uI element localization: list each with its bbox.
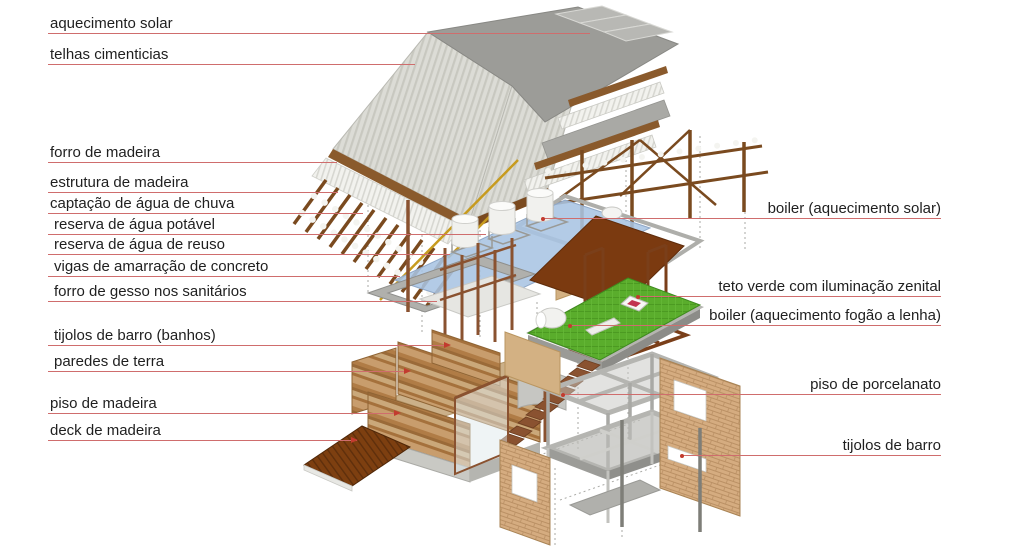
endpoint-dot: [561, 392, 565, 397]
gypsum-ceiling-panel: [418, 275, 542, 318]
label-piso-de-porcelanato: piso de porcelanato: [810, 376, 941, 393]
brick-wall-right: [659, 357, 741, 517]
arrowhead: [404, 368, 411, 375]
roof-vent-strip: [585, 317, 621, 336]
label-vigas-amarracao: vigas de amarração de concreto: [54, 258, 269, 275]
leader-line-estrutura: [48, 192, 338, 194]
leader-line-tijolos-banhos: [48, 342, 451, 349]
brick-wall-left: [499, 439, 551, 546]
endpoint-dot: [541, 216, 545, 221]
label-piso-de-madeira: piso de madeira: [50, 395, 157, 412]
label-telhas-cimenticias: telhas cimenticias: [50, 46, 169, 63]
leader-line-deck: [48, 437, 358, 444]
wood-stove-boiler-cylinder: [535, 307, 567, 329]
endpoint-dot: [680, 453, 684, 458]
label-tijolos-de-barro: tijolos de barro: [842, 437, 941, 454]
leader-line-aquecimento-solar: [48, 33, 590, 35]
timber-stud-frame: [406, 200, 517, 348]
solar-panels: [554, 5, 674, 42]
roof-assembly: [292, 5, 680, 309]
leader-line-porcelanato: [561, 392, 941, 397]
label-boiler-aquecimento-solar: boiler (aquecimento solar): [767, 200, 941, 217]
truss-log-purlins: [545, 137, 759, 174]
leader-line-boiler-solar: [541, 216, 941, 221]
leader-line-boiler-fogao: [568, 323, 941, 328]
leader-line-telhas: [48, 64, 415, 66]
label-captacao-agua-chuva: captação de água de chuva: [50, 195, 235, 212]
leader-line-teto-verde: [636, 294, 941, 299]
leader-line-forro-gesso: [48, 301, 437, 303]
label-deck-de-madeira: deck de madeira: [50, 422, 161, 439]
entry-ramp: [568, 479, 662, 516]
endpoint-dot: [636, 294, 640, 299]
water-tanks: [449, 188, 623, 258]
label-paredes-de-terra: paredes de terra: [54, 353, 165, 370]
steel-posts: [620, 420, 702, 532]
leader-line-reserva-potavel: [48, 234, 486, 236]
arrowhead: [351, 437, 358, 444]
arrowhead: [394, 410, 401, 417]
label-forro-de-madeira: forro de madeira: [50, 144, 161, 161]
label-estrutura-de-madeira: estrutura de madeira: [50, 174, 189, 191]
leader-line-captacao: [48, 213, 363, 215]
wood-ceiling-layer: [311, 157, 463, 245]
leader-line-piso-madeira: [48, 410, 401, 417]
label-boiler-fogao-lenha: boiler (aquecimento fogão a lenha): [709, 307, 941, 324]
label-teto-verde: teto verde com iluminação zenital: [718, 278, 941, 295]
label-reserva-agua-potavel: reserva de água potável: [54, 216, 215, 233]
wood-deck: [302, 425, 412, 492]
label-forro-gesso: forro de gesso nos sanitários: [54, 283, 247, 300]
osb-panel-stairs: [504, 331, 561, 396]
label-aquecimento-solar: aquecimento solar: [50, 15, 173, 32]
timber-truss-structure: [544, 129, 769, 233]
label-tijolos-barro-banhos: tijolos de barro (banhos): [54, 327, 216, 344]
arrowhead: [444, 342, 451, 349]
leader-line-tijolos-barro: [680, 453, 941, 458]
label-reserva-agua-reuso: reserva de água de reuso: [54, 236, 225, 253]
leader-line-vigas: [48, 276, 400, 278]
leader-line-forro-madeira: [48, 162, 337, 164]
leader-line-reserva-reuso: [48, 254, 450, 256]
roof-layer-steps: [523, 66, 671, 193]
leader-line-paredes-terra: [48, 368, 411, 375]
endpoint-dot: [568, 323, 572, 328]
eave-fascia-left: [328, 149, 470, 228]
